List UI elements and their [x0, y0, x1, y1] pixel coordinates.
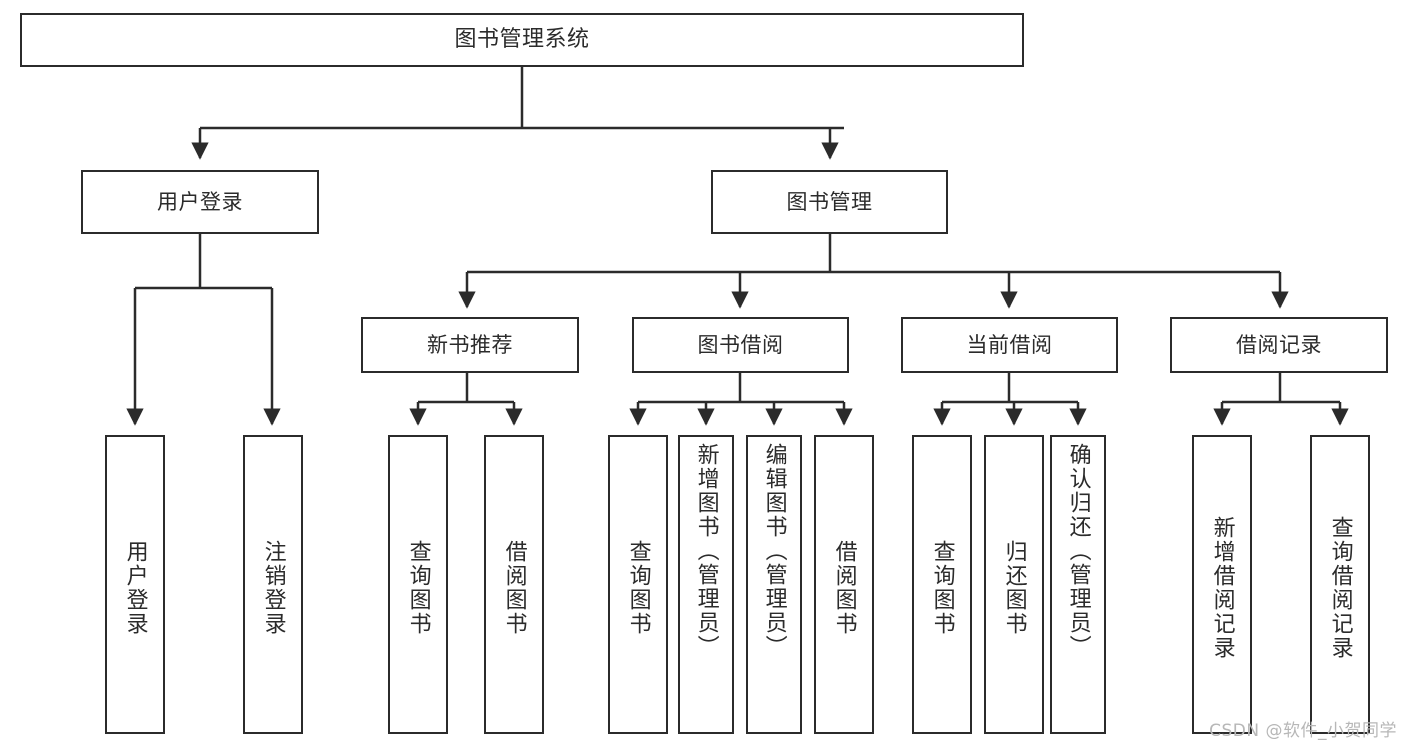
node-leaf-borrow-book-2[interactable]: 借阅图书 — [814, 435, 874, 734]
node-borrow-record-label: 借阅记录 — [1236, 332, 1322, 357]
node-book-manage-label: 图书管理 — [786, 189, 873, 214]
node-leaf-borrow-book-1[interactable]: 借阅图书 — [484, 435, 544, 734]
node-leaf-borrow-book-1-label: 借阅图书 — [501, 539, 527, 636]
node-leaf-return-book-label: 归还图书 — [1001, 539, 1027, 636]
node-book-borrow[interactable]: 图书借阅 — [632, 317, 849, 373]
node-book-manage[interactable]: 图书管理 — [711, 170, 948, 234]
node-leaf-add-record[interactable]: 新增借阅记录 — [1192, 435, 1252, 734]
node-new-book-rec-label: 新书推荐 — [427, 332, 513, 357]
node-leaf-edit-book[interactable]: 编辑图书（管理员） — [746, 435, 802, 734]
node-leaf-query-record[interactable]: 查询借阅记录 — [1310, 435, 1370, 734]
node-leaf-user-logout-label: 注销登录 — [260, 539, 286, 636]
node-current-borrow-label: 当前借阅 — [966, 332, 1053, 357]
node-leaf-user-login-label: 用户登录 — [122, 539, 148, 636]
node-borrow-record[interactable]: 借阅记录 — [1170, 317, 1388, 373]
node-leaf-confirm-return[interactable]: 确认归还（管理员） — [1050, 435, 1106, 734]
node-leaf-query-book-1[interactable]: 查询图书 — [388, 435, 448, 734]
node-leaf-query-book-3[interactable]: 查询图书 — [912, 435, 972, 734]
node-leaf-query-book-2-label: 查询图书 — [625, 539, 651, 636]
node-leaf-query-book-1-label: 查询图书 — [405, 539, 431, 636]
node-leaf-user-logout[interactable]: 注销登录 — [243, 435, 303, 734]
node-root-label: 图书管理系统 — [454, 26, 590, 52]
node-leaf-confirm-return-label: 确认归还（管理员） — [1065, 443, 1091, 659]
node-leaf-add-book-label: 新增图书（管理员） — [693, 443, 719, 659]
node-leaf-query-book-2[interactable]: 查询图书 — [608, 435, 668, 734]
node-new-book-rec[interactable]: 新书推荐 — [361, 317, 579, 373]
csdn-watermark: CSDN @软件_小贺同学 — [1209, 721, 1397, 741]
node-current-borrow[interactable]: 当前借阅 — [901, 317, 1118, 373]
node-leaf-edit-book-label: 编辑图书（管理员） — [761, 443, 787, 659]
node-root[interactable]: 图书管理系统 — [20, 13, 1024, 67]
node-leaf-query-record-label: 查询借阅记录 — [1327, 515, 1353, 660]
node-leaf-return-book[interactable]: 归还图书 — [984, 435, 1044, 734]
node-book-borrow-label: 图书借阅 — [697, 332, 784, 357]
node-leaf-borrow-book-2-label: 借阅图书 — [831, 539, 857, 636]
node-leaf-query-book-3-label: 查询图书 — [929, 539, 955, 636]
node-user-login-label: 用户登录 — [157, 189, 243, 214]
node-user-login[interactable]: 用户登录 — [81, 170, 319, 234]
node-leaf-user-login[interactable]: 用户登录 — [105, 435, 165, 734]
node-leaf-add-record-label: 新增借阅记录 — [1209, 515, 1235, 660]
node-leaf-add-book[interactable]: 新增图书（管理员） — [678, 435, 734, 734]
